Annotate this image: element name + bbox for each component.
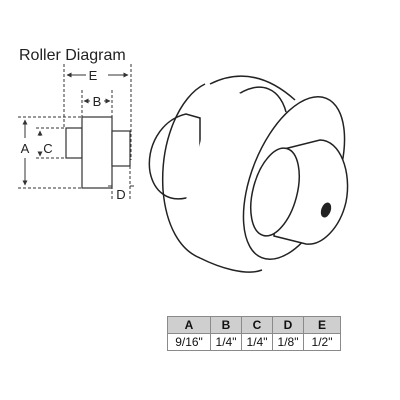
header-a: A <box>167 316 211 334</box>
right-hub-outline <box>111 130 131 167</box>
dimension-lines <box>18 64 134 200</box>
roller-3d <box>148 75 349 273</box>
label-a: A <box>21 141 30 156</box>
left-hub-outline <box>65 127 83 159</box>
value-b: 1/4" <box>210 333 242 351</box>
label-c: C <box>43 141 52 156</box>
roller-left-edge <box>161 83 206 259</box>
value-c: 1/4" <box>241 333 273 351</box>
value-a: 9/16" <box>167 333 211 351</box>
value-e: 1/2" <box>303 333 341 351</box>
spec-value-row: 9/16" 1/4" 1/4" 1/8" 1/2" <box>167 333 341 351</box>
side-profile <box>65 116 131 189</box>
right-hub-face <box>250 147 300 237</box>
label-b: B <box>93 94 102 109</box>
spec-table: A B C D E 9/16" 1/4" 1/4" 1/8" 1/2" <box>167 316 341 351</box>
axle-hole <box>320 202 332 218</box>
value-d: 1/8" <box>272 333 304 351</box>
label-e: E <box>89 68 98 83</box>
roller-body-outline <box>81 116 113 189</box>
header-e: E <box>303 316 341 334</box>
header-d: D <box>272 316 304 334</box>
spec-header-row: A B C D E <box>167 316 341 334</box>
header-b: B <box>210 316 242 334</box>
header-c: C <box>241 316 273 334</box>
label-d: D <box>116 187 125 202</box>
diagram-title: Roller Diagram <box>19 47 126 64</box>
